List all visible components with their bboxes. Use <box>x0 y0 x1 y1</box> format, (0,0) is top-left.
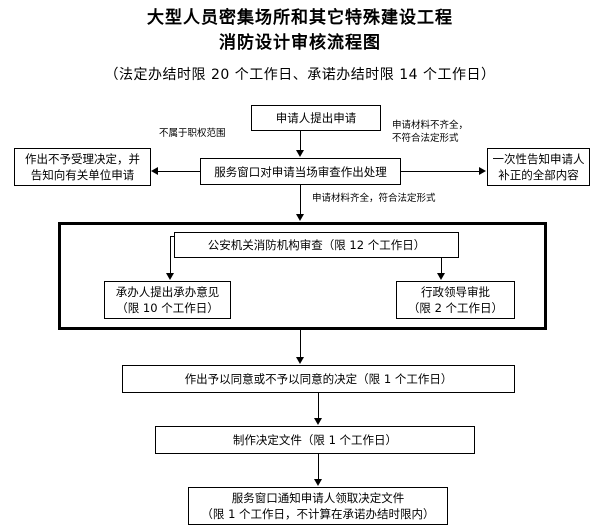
connector-review-to-handler-stub <box>170 236 175 237</box>
label-out-of-scope: 不属于职权范围 <box>159 128 226 139</box>
node-decision[interactable]: 作出予以同意或不予以同意的决定（限 1 个工作日） <box>122 365 515 393</box>
title-line-1: 大型人员密集场所和其它特殊建设工程 <box>147 8 453 28</box>
arrowhead-window-to-review-group <box>296 214 304 221</box>
label-materials-incomplete: 申请材料不齐全， 不符合法定形式 <box>392 120 469 144</box>
connector-decision-to-document <box>318 393 319 419</box>
title-subtitle: （法定办结时限 20 个工作日、承诺办结时限 14 个工作日） <box>104 67 496 83</box>
arrowhead-group-to-decision <box>296 357 304 364</box>
chart-title-block: 大型人员密集场所和其它特殊建设工程 消防设计审核流程图 （法定办结时限 20 个… <box>0 6 600 88</box>
connector-document-to-notify <box>318 454 319 480</box>
node-leader-approval[interactable]: 行政领导审批 （限 2 个工作日） <box>396 281 515 319</box>
node-make-document[interactable]: 制作决定文件（限 1 个工作日） <box>155 426 475 454</box>
node-applicant-submit[interactable]: 申请人提出申请 <box>251 105 381 131</box>
node-fire-agency-review[interactable]: 公安机关消防机构审查（限 12 个工作日） <box>174 232 459 258</box>
connector-window-to-review-group <box>300 185 301 215</box>
connector-window-to-notice <box>401 171 480 172</box>
arrowhead-window-to-reject <box>151 167 158 175</box>
node-service-window[interactable]: 服务窗口对申请当场审查作出处理 <box>200 158 401 185</box>
connector-group-to-decision <box>300 330 301 358</box>
arrowhead-window-to-notice <box>479 167 486 175</box>
connector-review-to-leader <box>441 258 442 274</box>
node-handler-opinion[interactable]: 承办人提出承办意见 （限 10 个工作日） <box>104 281 231 319</box>
connector-review-to-handler <box>170 236 171 274</box>
arrowhead-applicant-to-window <box>296 150 304 157</box>
label-materials-complete: 申请材料齐全，符合法定形式 <box>312 193 436 204</box>
connector-window-to-reject <box>158 171 200 172</box>
arrowhead-review-to-leader <box>437 273 445 280</box>
title-line-2: 消防设计审核流程图 <box>219 33 381 53</box>
connector-applicant-to-window <box>300 131 301 151</box>
node-one-time-notice[interactable]: 一次性告知申请人 补正的全部内容 <box>487 148 590 186</box>
node-reject-acceptance[interactable]: 作出不予受理决定，并 告知向有关单位申请 <box>14 148 151 186</box>
arrowhead-decision-to-document <box>314 418 322 425</box>
node-notify-pickup[interactable]: 服务窗口通知申请人领取决定文件 （限 1 个工作日，不计算在承诺办结时限内） <box>188 487 448 525</box>
arrowhead-review-to-handler <box>166 273 174 280</box>
arrowhead-document-to-notify <box>314 479 322 486</box>
